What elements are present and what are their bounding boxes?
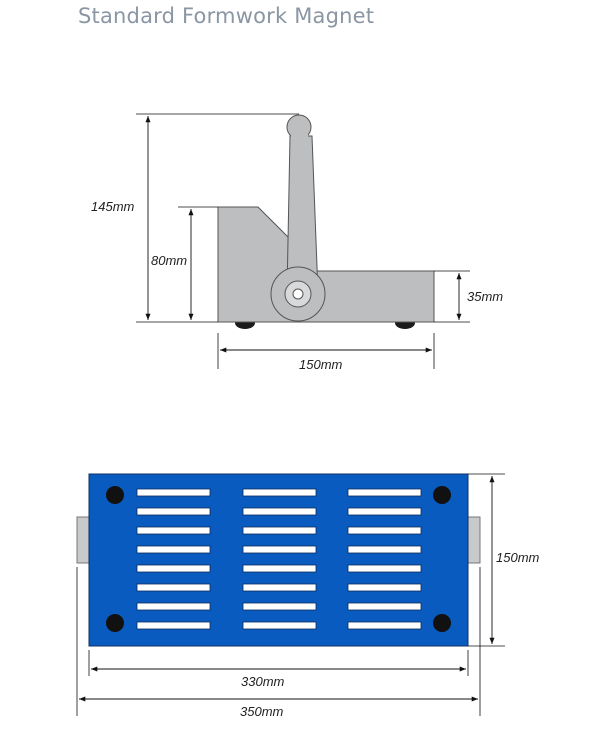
slot [242,621,317,630]
magnet-body-outline [217,206,435,323]
slot [136,526,211,535]
pivot-pin [292,288,304,300]
slot [242,526,317,535]
right-handle-tab [466,516,481,564]
slot [347,545,422,554]
page-title: Standard Formwork Magnet [78,4,375,28]
slot [242,488,317,497]
magnet-plate [88,473,469,647]
slot [242,507,317,516]
slot [347,507,422,516]
width-label: 150mm [496,550,540,565]
body-height-label: 80mm [151,253,188,268]
bolt-bottom-left [106,614,124,632]
plate-length-label: 330mm [241,674,285,689]
slot [136,564,211,573]
slot [347,621,422,630]
slot [136,507,211,516]
slot [347,583,422,592]
slot [347,526,422,535]
length-label: 150mm [299,357,343,372]
slot [242,564,317,573]
slot [136,602,211,611]
side-view [136,113,470,369]
slot [347,488,422,497]
ventilation-slots [136,488,422,630]
slot [242,583,317,592]
left-handle-tab [76,516,91,564]
base-height-label: 35mm [467,289,504,304]
slot [136,583,211,592]
top-view [76,473,505,716]
slot [347,602,422,611]
slot [136,488,211,497]
slot [136,621,211,630]
slot [347,564,422,573]
bolt-top-left [106,486,124,504]
bolt-bottom-right [433,614,451,632]
slot [242,545,317,554]
slot [136,545,211,554]
height-label: 145mm [91,199,135,214]
slot [242,602,317,611]
bolt-top-right [433,486,451,504]
overall-length-label: 350mm [240,704,284,719]
